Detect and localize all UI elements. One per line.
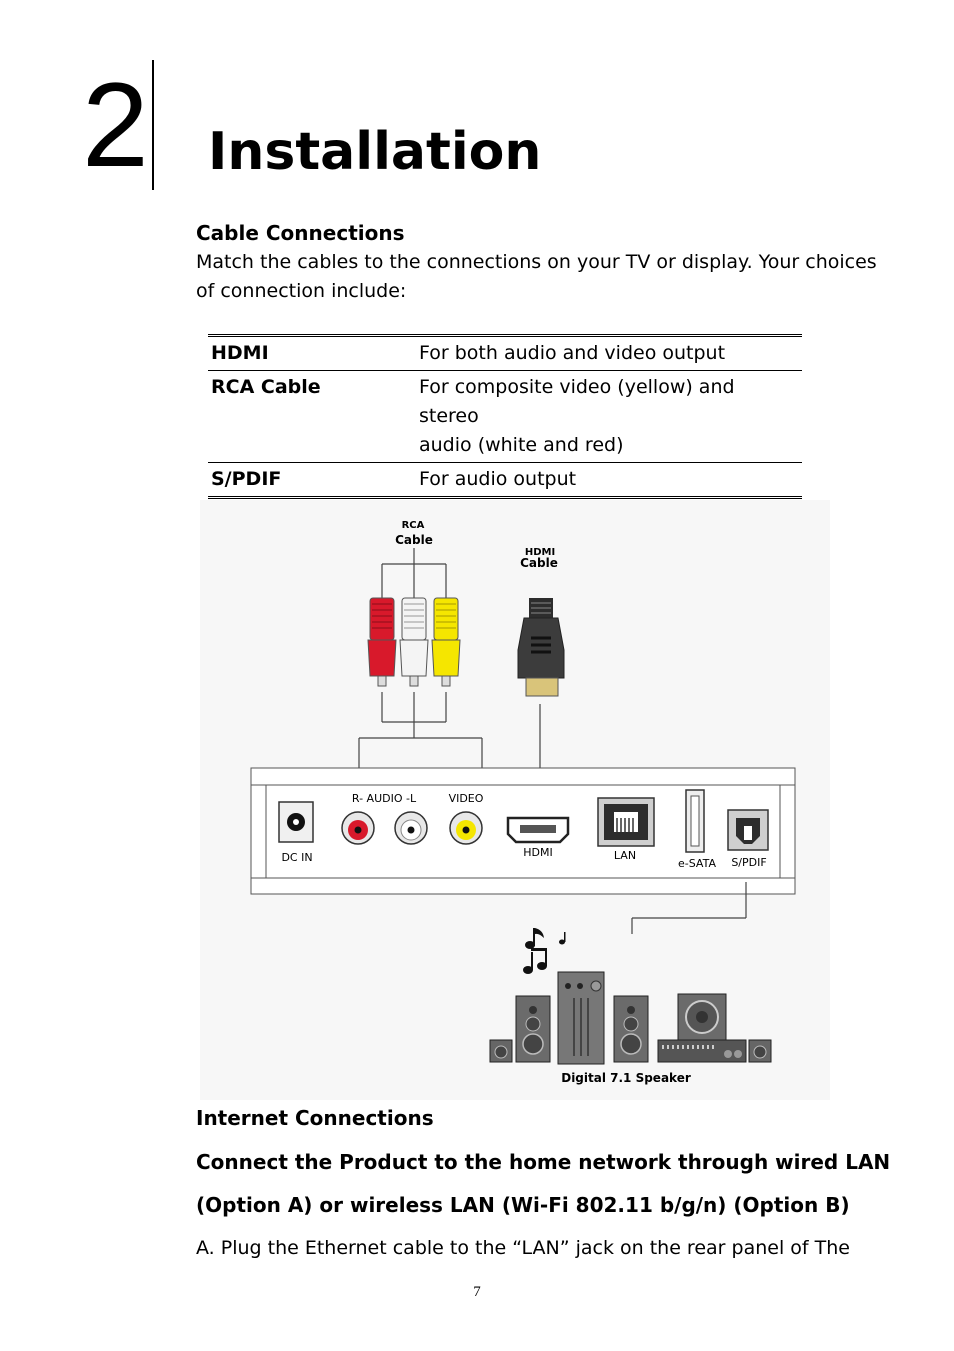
- speaker-small-left-icon: [489, 1039, 513, 1063]
- table-row: S/PDIF For audio output: [208, 462, 802, 498]
- hdmi-cable-label-2: Cable: [520, 556, 558, 570]
- step-a-text: A. Plug the Ethernet cable to the “LAN” …: [196, 1237, 850, 1259]
- hdmi-plug: [517, 598, 565, 697]
- speaker-front-right-icon: [613, 995, 649, 1063]
- esata-port: [685, 789, 705, 853]
- rca-plug-yellow: [431, 597, 461, 687]
- table-row: RCA Cable For composite video (yellow) a…: [208, 370, 802, 463]
- speaker-label: Digital 7.1 Speaker: [561, 1071, 691, 1085]
- connection-diagram: RCA Cable HDMI Cable: [200, 500, 830, 1100]
- spdif-cable-line: [631, 882, 747, 934]
- music-notes-icon: [523, 928, 566, 974]
- subwoofer-receiver-icon: [657, 993, 747, 1063]
- intro-line-2: of connection include:: [196, 280, 407, 302]
- lan-port-label: LAN: [614, 849, 636, 862]
- speaker-tower-icon: [557, 971, 605, 1065]
- intro-line-1: Match the cables to the connections on y…: [196, 251, 877, 273]
- connection-name: RCA Cable: [208, 370, 416, 463]
- spdif-port-label: S/PDIF: [731, 856, 766, 869]
- rca-label-2: Cable: [395, 533, 433, 547]
- speaker-front-left-icon: [515, 995, 551, 1063]
- hdmi-port-label: HDMI: [523, 846, 552, 859]
- audio-port-label: R- AUDIO -L: [352, 792, 417, 805]
- desc-line-2: audio (white and red): [419, 434, 624, 456]
- audio-l-port: [394, 811, 428, 845]
- rca-plug-white: [399, 597, 429, 687]
- hdmi-cable-label-1: HDMI: [525, 547, 555, 558]
- video-port: [449, 811, 483, 845]
- dc-in-label: DC IN: [281, 851, 312, 864]
- connection-desc: For audio output: [416, 462, 802, 498]
- desc-line-1: For composite video (yellow) and stereo: [419, 376, 735, 427]
- hdmi-port: [506, 816, 570, 844]
- chapter-title: Installation: [208, 122, 542, 182]
- video-port-label: VIDEO: [449, 792, 484, 805]
- connection-name: HDMI: [211, 342, 269, 364]
- audio-r-port: [341, 811, 375, 845]
- table-row: HDMI For both audio and video output: [208, 336, 802, 371]
- cable-connections-intro: Match the cables to the connections on y…: [196, 248, 886, 306]
- page-number: 7: [473, 1284, 481, 1300]
- rca-plug-red: [367, 597, 397, 687]
- dc-in-port: [278, 801, 314, 843]
- internet-connections-heading: Internet Connections: [196, 1106, 434, 1130]
- connection-desc: For composite video (yellow) and stereo …: [416, 370, 802, 463]
- chapter-divider: [152, 60, 154, 190]
- connection-desc: For both audio and video output: [419, 342, 726, 364]
- spdif-port: [727, 809, 769, 851]
- internet-subheading-line-2: (Option A) or wireless LAN (Wi-Fi 802.11…: [196, 1193, 850, 1217]
- speaker-small-right-icon: [748, 1039, 772, 1063]
- connections-table: HDMI For both audio and video output RCA…: [208, 334, 802, 499]
- rca-cable-lines: [358, 548, 483, 780]
- chapter-number: 2: [82, 58, 149, 192]
- internet-subheading-line-1: Connect the Product to the home network …: [196, 1150, 891, 1174]
- connection-name: S/PDIF: [208, 462, 416, 498]
- speaker-system-icon: [489, 971, 772, 1065]
- rca-label-1: RCA: [402, 520, 425, 531]
- lan-port: [597, 797, 655, 847]
- esata-port-label: e-SATA: [678, 857, 716, 870]
- cable-connections-heading: Cable Connections: [196, 221, 405, 245]
